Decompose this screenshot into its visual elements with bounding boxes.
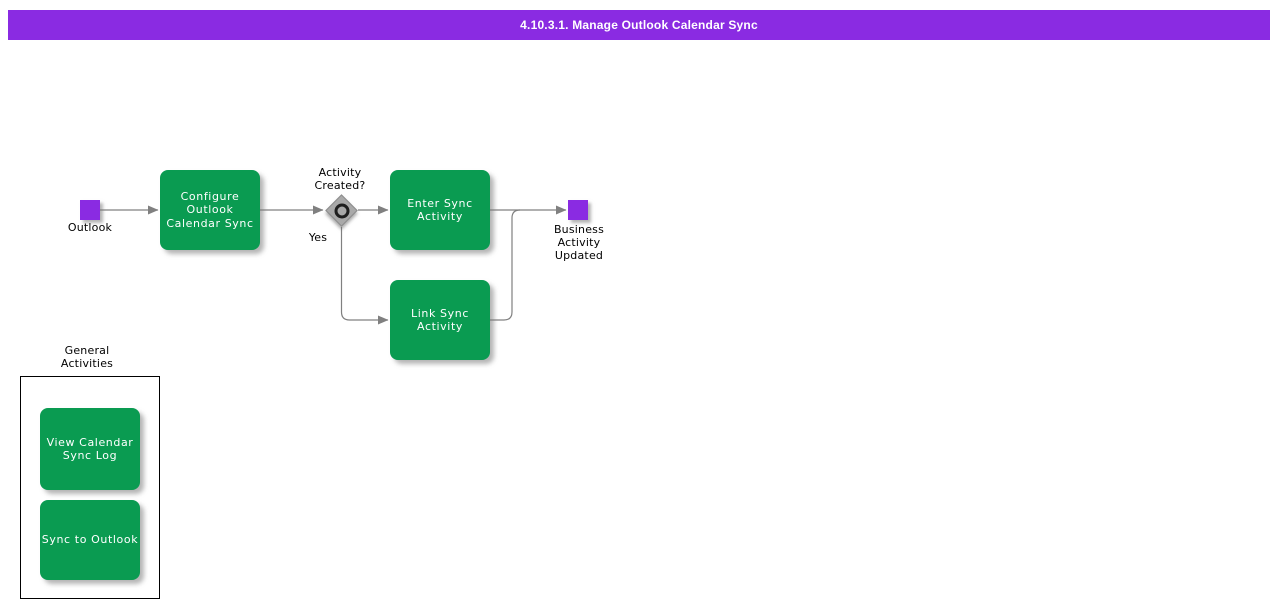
connector-link-sync-to-end xyxy=(490,209,521,321)
outlook-start-event[interactable] xyxy=(80,200,100,220)
decision-question-label: Activity Created? xyxy=(314,166,366,192)
configure-outlook-calendar-sync-task[interactable]: Configure Outlook Calendar Sync xyxy=(160,170,260,250)
diagram-title: 4.10.3.1. Manage Outlook Calendar Sync xyxy=(520,18,758,32)
view-calendar-sync-log-task[interactable]: View Calendar Sync Log xyxy=(40,408,140,490)
general-activities-title: General Activities xyxy=(60,344,114,370)
business-activity-updated-end-event[interactable] xyxy=(568,200,588,220)
enter-sync-task-label: Enter Sync Activity xyxy=(407,196,473,224)
activity-created-decision[interactable] xyxy=(325,194,358,227)
connector-decision-to-link-sync xyxy=(340,227,389,325)
end-event-label: Business Activity Updated xyxy=(553,223,605,262)
decision-yes-label: Yes xyxy=(308,231,328,244)
sync-to-outlook-task[interactable]: Sync to Outlook xyxy=(40,500,140,580)
enter-sync-activity-task[interactable]: Enter Sync Activity xyxy=(390,170,490,250)
configure-task-label: Configure Outlook Calendar Sync xyxy=(166,189,254,230)
diagram-title-bar: 4.10.3.1. Manage Outlook Calendar Sync xyxy=(8,10,1270,40)
decision-circle-icon xyxy=(334,203,349,218)
outlook-start-event-label: Outlook xyxy=(67,221,113,234)
view-calendar-sync-log-label: View Calendar Sync Log xyxy=(46,435,134,463)
link-sync-activity-task[interactable]: Link Sync Activity xyxy=(390,280,490,360)
sync-to-outlook-label: Sync to Outlook xyxy=(41,533,139,547)
link-sync-task-label: Link Sync Activity xyxy=(411,306,469,334)
